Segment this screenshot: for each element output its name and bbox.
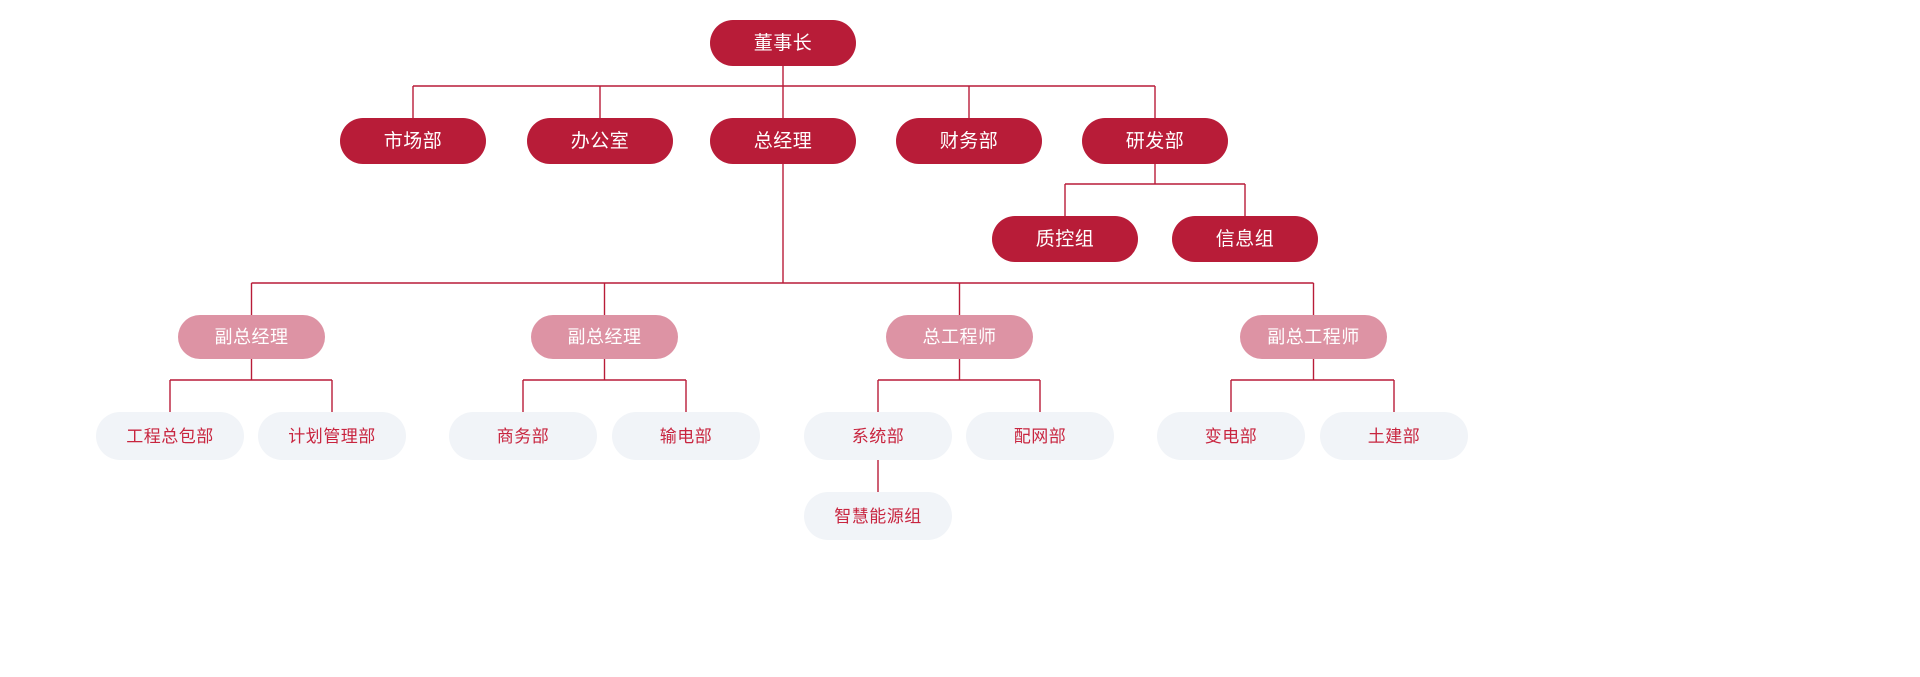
- org-node-qc-group[interactable]: 质控组: [992, 216, 1138, 262]
- org-node-finance[interactable]: 财务部: [896, 118, 1042, 164]
- org-node-label: 副总经理: [214, 327, 289, 347]
- org-node-deputy-gm-1[interactable]: 副总经理: [178, 315, 325, 359]
- org-node-business-dept[interactable]: 商务部: [449, 412, 597, 460]
- org-node-general-manager[interactable]: 总经理: [710, 118, 856, 164]
- org-node-label: 总经理: [753, 130, 813, 152]
- org-node-deputy-chief-engineer[interactable]: 副总工程师: [1240, 315, 1387, 359]
- org-node-deputy-gm-2[interactable]: 副总经理: [531, 315, 678, 359]
- org-node-label: 办公室: [570, 130, 630, 152]
- org-node-marketing[interactable]: 市场部: [340, 118, 486, 164]
- org-node-rnd[interactable]: 研发部: [1082, 118, 1228, 164]
- org-node-label: 研发部: [1125, 130, 1185, 152]
- org-node-chief-engineer[interactable]: 总工程师: [886, 315, 1033, 359]
- org-node-label: 变电部: [1204, 426, 1258, 446]
- org-node-office[interactable]: 办公室: [527, 118, 673, 164]
- org-node-label: 副总工程师: [1267, 327, 1360, 347]
- org-node-distribution-dept[interactable]: 配网部: [966, 412, 1114, 460]
- org-node-label: 董事长: [753, 32, 813, 54]
- org-node-label: 信息组: [1215, 228, 1275, 250]
- org-node-label: 计划管理部: [288, 426, 376, 446]
- org-node-label: 系统部: [851, 426, 905, 446]
- org-node-smart-energy-group[interactable]: 智慧能源组: [804, 492, 952, 540]
- org-node-system-dept[interactable]: 系统部: [804, 412, 952, 460]
- org-node-substation-dept[interactable]: 变电部: [1157, 412, 1305, 460]
- org-node-epc-dept[interactable]: 工程总包部: [96, 412, 244, 460]
- org-node-chairman[interactable]: 董事长: [710, 20, 856, 66]
- org-node-transmission-dept[interactable]: 输电部: [612, 412, 760, 460]
- org-node-label: 配网部: [1013, 426, 1067, 446]
- org-node-label: 财务部: [939, 130, 999, 152]
- org-node-label: 输电部: [659, 426, 713, 446]
- org-node-label: 商务部: [496, 426, 550, 446]
- org-node-info-group[interactable]: 信息组: [1172, 216, 1318, 262]
- org-node-label: 市场部: [383, 130, 443, 152]
- org-node-label: 工程总包部: [126, 426, 214, 446]
- org-node-label: 土建部: [1367, 426, 1421, 446]
- org-node-label: 智慧能源组: [834, 506, 922, 526]
- org-node-label: 总工程师: [922, 327, 997, 347]
- org-node-planning-dept[interactable]: 计划管理部: [258, 412, 406, 460]
- org-node-label: 质控组: [1035, 228, 1095, 250]
- org-node-label: 副总经理: [567, 327, 642, 347]
- org-node-civil-dept[interactable]: 土建部: [1320, 412, 1468, 460]
